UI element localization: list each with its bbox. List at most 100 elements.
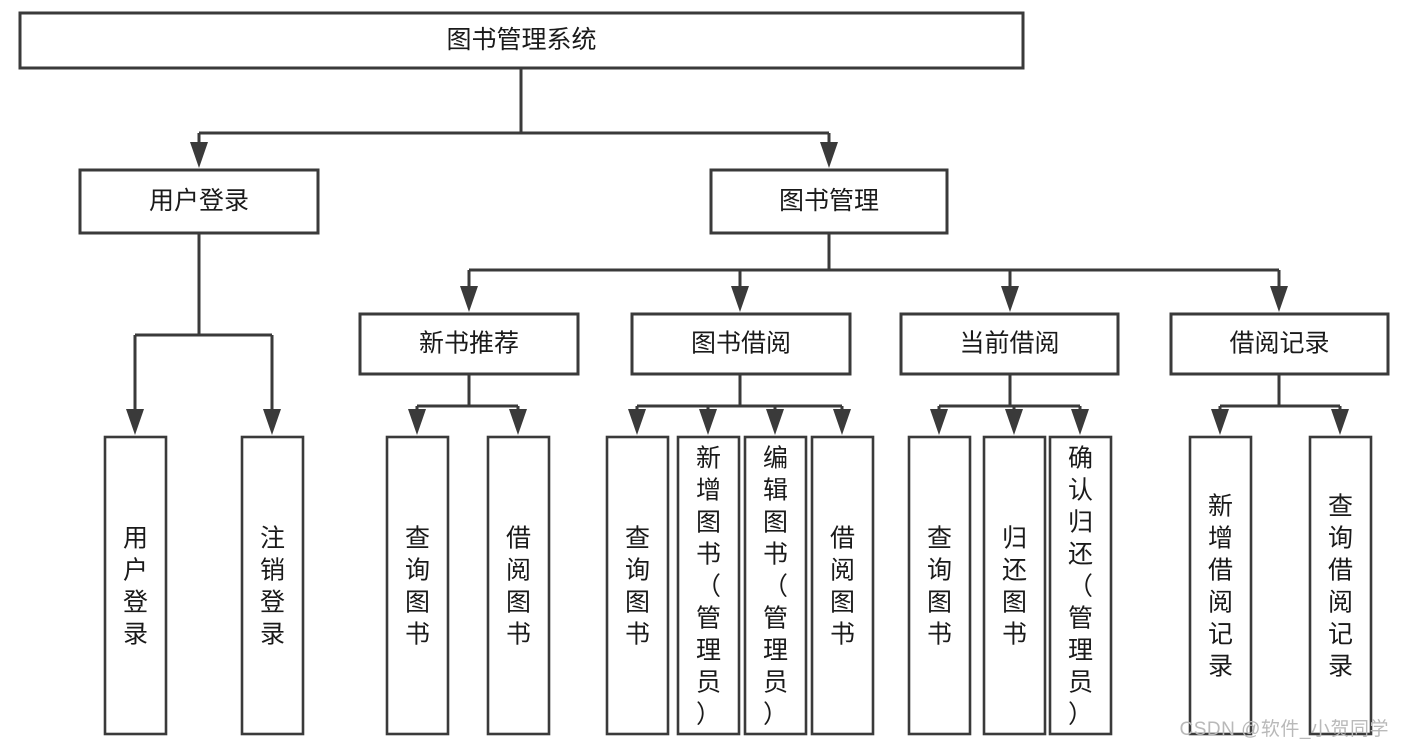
node-box — [899, 312, 1120, 376]
node-label-char: 阅 — [1328, 588, 1353, 616]
node-label-char: 借 — [830, 524, 855, 552]
node-user-login[interactable]: 用户登录 — [78, 168, 320, 235]
node-label-char: 图 — [1002, 588, 1027, 616]
connector-layer — [126, 68, 1349, 435]
node-label-char: （ — [763, 572, 788, 600]
node-label-char: 借 — [506, 524, 531, 552]
node-label-char: ） — [1068, 700, 1093, 728]
node-new-book-recommend[interactable]: 新书推荐 — [358, 312, 580, 376]
node-box — [18, 11, 1025, 70]
node-label-char: 录 — [1328, 652, 1353, 680]
node-label-char: 图 — [405, 588, 430, 616]
node-box — [78, 168, 320, 235]
node-label-char: 书 — [696, 540, 721, 568]
node-label-char: 录 — [123, 620, 148, 648]
node-label-char: 记 — [1328, 620, 1353, 648]
node-label-char: 书 — [927, 620, 952, 648]
node-leaf-user-login[interactable]: 用户登录 — [103, 435, 168, 736]
node-label-char: 登 — [260, 588, 285, 616]
node-label-char: 认 — [1068, 476, 1093, 504]
node-label-char: 新 — [696, 444, 721, 472]
node-box — [743, 435, 808, 736]
node-box — [486, 435, 551, 736]
node-label-char: 书 — [1002, 620, 1027, 648]
node-box — [240, 435, 305, 736]
node-label-char: 归 — [1068, 508, 1093, 536]
node-label-char: ） — [763, 700, 788, 728]
node-label-char: 还 — [1002, 556, 1027, 584]
node-label-char: 借 — [1208, 556, 1233, 584]
node-label-char: 确 — [1068, 444, 1093, 472]
node-label: 新书推荐 — [419, 330, 519, 358]
node-label-char: 图 — [625, 588, 650, 616]
node-label-char: 图 — [927, 588, 952, 616]
connector-current-borrow-bus — [930, 374, 1089, 435]
node-label-char: 询 — [625, 556, 650, 584]
connector-borrow-record-bus — [1211, 374, 1349, 435]
node-label-char: 管 — [763, 604, 788, 632]
node-label-char: 录 — [260, 620, 285, 648]
node-label-char: （ — [1068, 572, 1093, 600]
node-label-char: 借 — [1328, 556, 1353, 584]
node-box — [358, 312, 580, 376]
node-label-char: 阅 — [506, 556, 531, 584]
connector-book-management-bus — [460, 233, 1288, 312]
node-label-char: 图 — [830, 588, 855, 616]
node-current-borrow[interactable]: 当前借阅 — [899, 312, 1120, 376]
node-label-char: 新 — [1208, 492, 1233, 520]
node-label-char: 记 — [1208, 620, 1233, 648]
connector-root-bus — [190, 68, 838, 168]
node-label-char: 销 — [260, 556, 285, 584]
node-label: 借阅记录 — [1229, 330, 1329, 358]
node-root[interactable]: 图书管理系统 — [18, 11, 1025, 70]
node-box — [810, 435, 875, 736]
node-label-char: 员 — [696, 668, 721, 696]
node-label-char: 归 — [1002, 524, 1027, 552]
node-box — [605, 435, 670, 736]
connector-book-borrow-bus — [628, 374, 851, 435]
node-borrow-record[interactable]: 借阅记录 — [1169, 312, 1390, 376]
node-label: 用户登录 — [149, 187, 249, 215]
node-box — [982, 435, 1047, 736]
node-label-char: 注 — [260, 524, 285, 552]
node-label-char: 增 — [696, 476, 721, 504]
node-book-borrow[interactable]: 图书借阅 — [630, 312, 852, 376]
node-label-char: 理 — [1068, 636, 1093, 664]
node-box — [709, 168, 949, 235]
node-label-char: 阅 — [830, 556, 855, 584]
node-label-char: 员 — [1068, 668, 1093, 696]
node-book-management[interactable]: 图书管理 — [709, 168, 949, 235]
node-label-char: （ — [696, 572, 721, 600]
node-label-char: 询 — [927, 556, 952, 584]
node-box — [907, 435, 972, 736]
node-label-char: 询 — [405, 556, 430, 584]
node-box — [630, 312, 852, 376]
connector-user-login-bus — [126, 233, 281, 435]
node-label-char: 图 — [696, 508, 721, 536]
node-box — [676, 435, 741, 736]
node-label-char: 查 — [625, 524, 650, 552]
node-label-char: 询 — [1328, 524, 1353, 552]
node-label-char: 理 — [763, 636, 788, 664]
node-box — [1188, 435, 1253, 736]
node-label-char: 户 — [123, 556, 148, 584]
node-box — [385, 435, 450, 736]
node-label: 图书管理 — [779, 187, 879, 215]
node-label: 图书借阅 — [691, 330, 791, 358]
node-label-char: 录 — [1208, 652, 1233, 680]
node-label-char: 辑 — [763, 476, 788, 504]
